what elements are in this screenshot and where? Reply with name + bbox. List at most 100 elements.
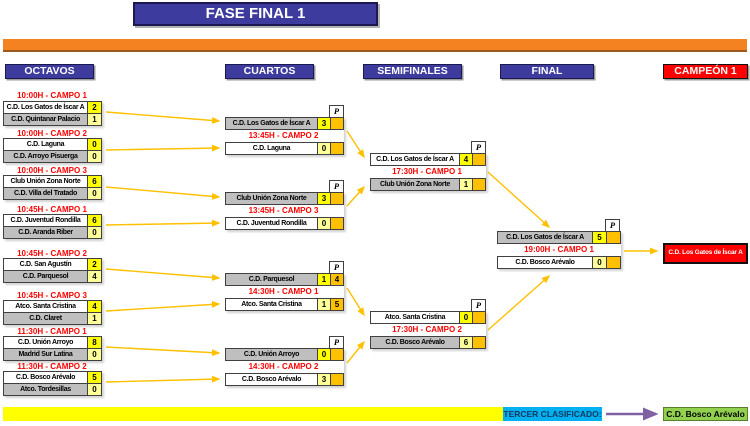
connector-line (346, 287, 365, 317)
penalty-column-header: P (605, 219, 620, 232)
connector-line (487, 275, 551, 331)
connector-line (346, 340, 365, 364)
team-score: 0 (88, 187, 102, 200)
team-score: 1 (318, 273, 331, 286)
third-place-team: C.D. Bosco Arévalo (663, 407, 748, 421)
team-score: 1 (318, 298, 331, 311)
round-header-octavos: OCTAVOS (5, 64, 94, 79)
champion-box: C.D. Los Gatos de Íscar A (663, 243, 748, 264)
penalty-cell (607, 231, 621, 244)
team-score: 1 (88, 113, 102, 126)
team-name: C.D. Aranda Riber (3, 226, 88, 239)
penalty-cell (473, 311, 486, 324)
team-name: C.D. Laguna (225, 142, 318, 155)
penalty-cell (331, 373, 344, 386)
connector-line (105, 219, 221, 227)
penalty-cell (331, 117, 344, 130)
match-time: 13:45H - CAMPO 2 (248, 131, 319, 140)
team-score: 1 (88, 312, 102, 325)
connector-line (105, 186, 221, 200)
team-score: 3 (318, 373, 331, 386)
team-name: C.D. Claret (3, 312, 88, 325)
penalty-column-header: P (329, 105, 344, 118)
bottom-yellow-bar (3, 407, 503, 421)
connector-line (487, 171, 551, 228)
team-score: 6 (460, 336, 473, 349)
team-name: C.D. Quintanar Palacio (3, 113, 88, 126)
connector-line (105, 268, 221, 281)
connector-line (105, 111, 221, 124)
connector-line (346, 185, 365, 207)
penalty-cell (331, 142, 344, 155)
penalty-column-header: P (329, 336, 344, 349)
team-score: 0 (88, 383, 102, 396)
team-score: 0 (460, 311, 473, 324)
team-name: C.D. Los Gatos de Íscar A (370, 153, 460, 166)
match-time: 10:45H - CAMPO 2 (17, 249, 87, 258)
team-name: C.D. Parquesol (3, 270, 88, 283)
team-score: 0 (593, 256, 607, 269)
penalty-cell (473, 178, 486, 191)
team-name: C.D. Juventud Rondilla (225, 217, 318, 230)
penalty-column-header: P (471, 299, 486, 312)
penalty-cell (331, 217, 344, 230)
match-time: 10:00H - CAMPO 1 (17, 91, 87, 100)
match-time: 17:30H - CAMPO 1 (392, 167, 462, 176)
team-score: 0 (318, 348, 331, 361)
match-time: 13:45H - CAMPO 3 (248, 206, 319, 215)
match-time: 19:00H - CAMPO 1 (524, 245, 594, 254)
team-name: Atco. Santa Cristina (370, 311, 460, 324)
penalty-cell (473, 153, 486, 166)
team-name: Club Unión Zona Norte (370, 178, 460, 191)
orange-divider-bar (3, 39, 747, 52)
round-header-campeon: CAMPEÓN 1 (663, 64, 748, 79)
match-time: 10:45H - CAMPO 1 (17, 205, 87, 214)
team-score: 0 (318, 142, 331, 155)
team-name: C.D. Unión Arroyo (225, 348, 318, 361)
team-name: C.D. Los Gatos de Íscar A (497, 231, 593, 244)
match-time: 14:30H - CAMPO 2 (248, 362, 319, 371)
team-score: 4 (88, 270, 102, 283)
penalty-cell: 5 (331, 298, 344, 311)
match-time: 10:00H - CAMPO 3 (17, 166, 87, 175)
connector-line (105, 346, 221, 357)
penalty-cell: 4 (331, 273, 344, 286)
team-name: Atco. Tordesillas (3, 383, 88, 396)
team-score: 0 (318, 217, 331, 230)
round-header-semifinales: SEMIFINALES (363, 64, 462, 79)
penalty-column-header: P (329, 180, 344, 193)
match-time: 10:45H - CAMPO 3 (17, 291, 87, 300)
penalty-column-header: P (329, 261, 344, 274)
team-name: Atco. Santa Cristina (225, 298, 318, 311)
penalty-column-header: P (471, 141, 486, 154)
connector-line (105, 144, 221, 152)
match-time: 14:30H - CAMPO 1 (248, 287, 319, 296)
team-name: C.D. Villa del Tratado (3, 187, 88, 200)
team-score: 0 (88, 226, 102, 239)
